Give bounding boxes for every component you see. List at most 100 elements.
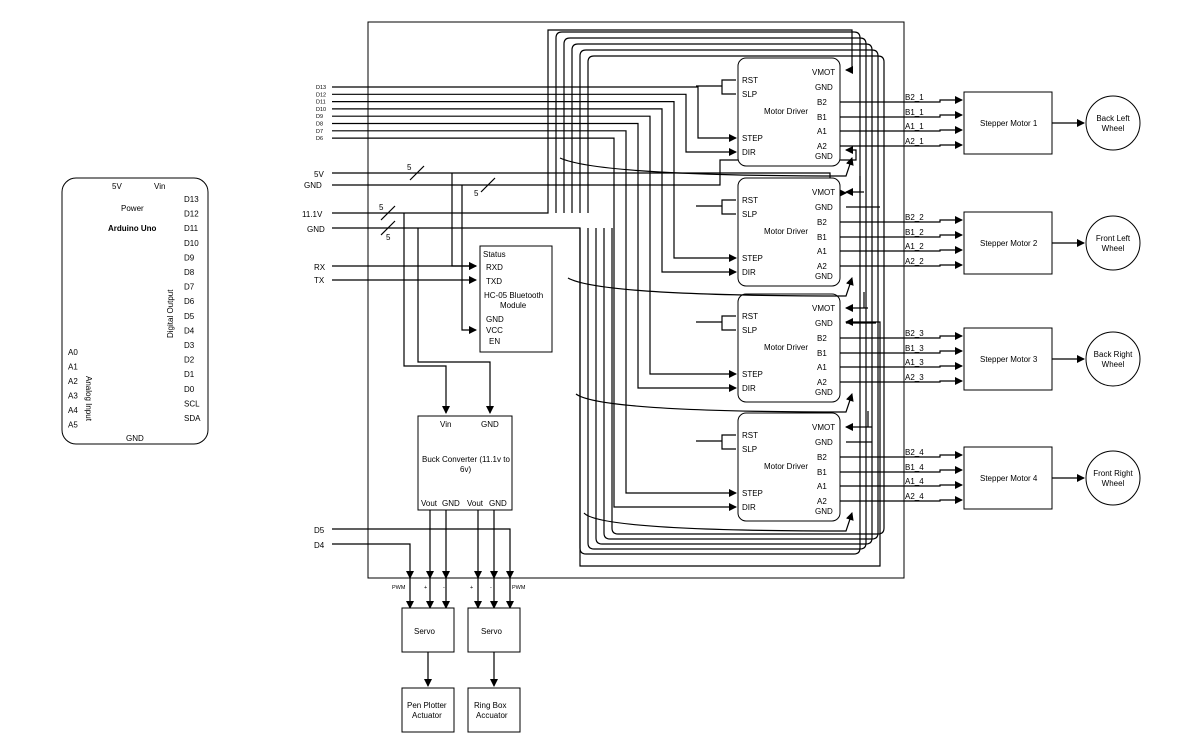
- arduino-pin-d0: D0: [184, 385, 195, 394]
- driver-pin-b1: B1: [817, 468, 827, 477]
- servo-2-box: [467, 607, 521, 653]
- driver-pin-gnd: GND: [815, 438, 833, 447]
- driver-pin-step: STEP: [742, 489, 763, 498]
- driver-pin-slp: SLP: [742, 210, 757, 219]
- servo-2-label: Servo: [481, 627, 502, 636]
- driver-pin-gnd: GND: [815, 388, 833, 397]
- buck-pin-gnd: GND: [481, 420, 499, 429]
- motor-driver-label: Motor Driver: [764, 462, 808, 471]
- servo-2-pin-pwm: PWM: [512, 585, 526, 591]
- wheel-label: Back Left: [1096, 114, 1130, 123]
- bus-width-5v: 5: [407, 163, 412, 172]
- servo-1-label: Servo: [414, 627, 435, 636]
- driver-pin-b1: B1: [817, 349, 827, 358]
- input-label-d10: D10: [316, 107, 326, 113]
- input-label-rx: RX: [314, 263, 326, 272]
- driver-pin-vmot: VMOT: [812, 423, 835, 432]
- input-label-d5: D5: [314, 526, 325, 535]
- coil-label-b2_2: B2_2: [905, 213, 924, 222]
- coil-label-a1_4: A1_4: [905, 477, 924, 486]
- coil-label-b2_1: B2_1: [905, 93, 924, 102]
- bt-pin-en: EN: [489, 337, 500, 346]
- driver-pin-a2: A2: [817, 262, 827, 271]
- robot-board-enclosure: [367, 21, 905, 579]
- arduino-board: [61, 177, 209, 445]
- stepper-motor-label: Stepper Motor 2: [980, 239, 1038, 248]
- servo-1-box: [401, 607, 455, 653]
- servo-1-pin-plus: +: [424, 585, 427, 591]
- bt-pin-status: Status: [483, 250, 506, 259]
- arduino-pin-a3: A3: [68, 392, 78, 401]
- arduino-pin-gnd: GND: [126, 434, 144, 443]
- arduino-pin-a1: A1: [68, 363, 78, 372]
- coil-label-b1_1: B1_1: [905, 108, 924, 117]
- arduino-pin-d2: D2: [184, 356, 195, 365]
- wheel-circle: [1085, 215, 1141, 271]
- driver-pin-slp: SLP: [742, 90, 757, 99]
- arduino-pin-d6: D6: [184, 297, 195, 306]
- servo-1-pin-pwm: PWM: [392, 585, 406, 591]
- motor-driver-label: Motor Driver: [764, 343, 808, 352]
- stepper-motor-1: Stepper Motor 1 B2_1B1_1A1_1A2_1: [840, 91, 1085, 155]
- input-label-d9: D9: [316, 114, 323, 120]
- arduino-pin-5v: 5V: [112, 182, 122, 191]
- arduino-pin-d7: D7: [184, 283, 195, 292]
- arduino-title: Arduino Uno: [108, 224, 157, 233]
- coil-label-b1_2: B1_2: [905, 228, 924, 237]
- ring-box-actuator-box: [467, 687, 521, 733]
- arduino-pin-d5: D5: [184, 312, 195, 321]
- input-label-d4: D4: [314, 541, 325, 550]
- servo-2-pin-minus: -: [490, 585, 492, 591]
- servo-2-pin-plus: +: [470, 585, 473, 591]
- wheel-label: Front Left: [1096, 234, 1131, 243]
- bus-width-gnd2: 5: [386, 233, 391, 242]
- motor-driver-box: [737, 412, 841, 522]
- stepper-motor-box: [963, 211, 1053, 275]
- buck-pin-vin: Vin: [440, 420, 451, 429]
- driver-pin-slp: SLP: [742, 445, 757, 454]
- input-label-tx: TX: [314, 276, 325, 285]
- coil-label-a1_1: A1_1: [905, 122, 924, 131]
- driver-pin-gnd: GND: [815, 272, 833, 281]
- input-label-d7: D7: [316, 129, 323, 135]
- input-label-5v: 5V: [314, 170, 324, 179]
- coil-label-a1_2: A1_2: [905, 242, 924, 251]
- driver-pin-b1: B1: [817, 233, 827, 242]
- motor-driver-label: Motor Driver: [764, 227, 808, 236]
- arduino-pin-d11: D11: [184, 224, 199, 233]
- coil-label-b1_3: B1_3: [905, 344, 924, 353]
- coil-label-a2_1: A2_1: [905, 137, 924, 146]
- servo-inputs: D5 D4: [314, 526, 514, 579]
- driver-pin-step: STEP: [742, 370, 763, 379]
- servo-1-pin-minus: -: [443, 585, 445, 591]
- coil-label-a1_3: A1_3: [905, 358, 924, 367]
- arduino-analog-label: Analog Input: [84, 376, 93, 422]
- driver-pin-rst: RST: [742, 312, 758, 321]
- stepper-motor-3: Stepper Motor 3B2_3B1_3A1_3A2_3: [840, 327, 1085, 391]
- arduino-pin-d8: D8: [184, 268, 195, 277]
- wheel-circle: [1085, 331, 1141, 387]
- driver-pin-a2: A2: [817, 142, 827, 151]
- arduino-pin-a0: A0: [68, 348, 78, 357]
- bt-pin-gnd: GND: [486, 315, 504, 324]
- arduino-pin-d12: D12: [184, 210, 199, 219]
- arduino-pin-d3: D3: [184, 341, 195, 350]
- stepper-motor-label: Stepper Motor 1: [980, 119, 1038, 128]
- motor-driver-box: [737, 177, 841, 287]
- wheel-label-line2: Wheel: [1102, 479, 1125, 488]
- power-inputs: 5V GND 11.1V GND 5 5 5 5: [302, 29, 881, 567]
- arduino-pin-d9: D9: [184, 253, 195, 262]
- wheel-label-line2: Wheel: [1102, 360, 1125, 369]
- stepper-motor-2: Stepper Motor 2B2_2B1_2A1_2A2_2: [840, 211, 1085, 275]
- driver-pin-vmot: VMOT: [812, 188, 835, 197]
